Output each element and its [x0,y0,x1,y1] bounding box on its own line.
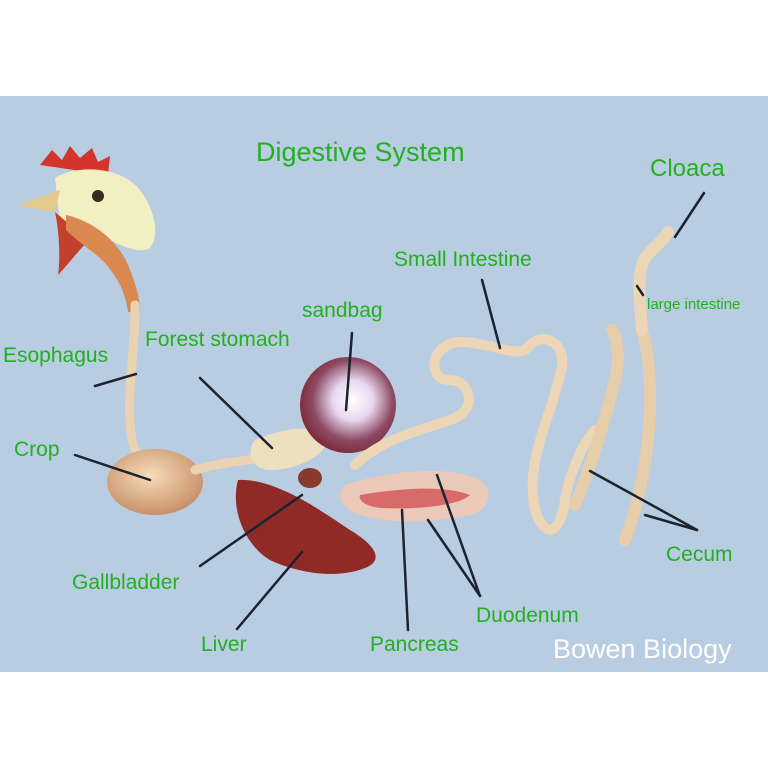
throat-shape [66,215,140,312]
pancreas-leader [400,508,410,632]
cecum-leader-b [643,513,699,532]
label-crop: Crop [14,438,60,461]
label-duodenum: Duodenum [476,604,579,627]
label-gallbladder: Gallbladder [72,571,180,594]
eye-shape [92,190,104,202]
crop-leader [73,453,152,482]
wattle-shape [55,212,90,275]
crop-organ [107,449,203,515]
sandbag-leader [344,331,354,412]
cecum-right [619,324,657,546]
duodenum-leader-a [435,473,482,598]
label-small-intestine: Small Intestine [394,248,532,271]
gallbladder-organ [298,468,322,488]
watermark-text: Bowen Biology [553,634,732,664]
label-esophagus: Esophagus [3,344,109,367]
small-intestine-leader [480,278,502,350]
label-forest-stomach: Forest stomach [145,328,290,351]
gizzard-organ [300,357,396,453]
liver-leader [235,550,304,631]
esophagus-leader [93,372,138,388]
diagram-title: Digestive System [256,137,465,167]
label-sandbag: sandbag [302,299,383,322]
forest-stomach-leader [198,376,274,450]
esophagus-tube [125,300,145,460]
forest-stomach-organ [250,428,326,470]
label-pancreas: Pancreas [370,633,459,656]
comb-shape [40,146,110,175]
leader-lines [73,191,706,632]
large-intestine-leader [635,284,645,297]
cecum-leader-a [588,469,699,532]
label-cloaca: Cloaca [650,155,725,182]
large-intestine-tube [633,226,674,336]
label-large-intestine: large intestine [647,296,741,313]
label-liver: Liver [201,633,247,656]
small-intestine-tube [350,334,600,535]
label-cecum: Cecum [666,543,733,566]
liver-organ [235,479,376,574]
chicken-head [18,146,156,312]
cloaca-leader [673,191,706,239]
gallbladder-leader [198,493,304,568]
cecum-left [569,324,624,511]
duodenum-leader-b [426,518,482,598]
beak-shape [18,190,60,212]
